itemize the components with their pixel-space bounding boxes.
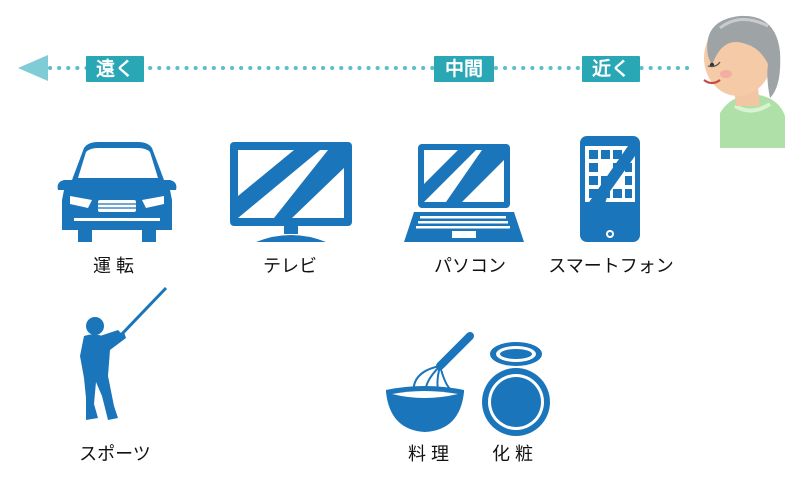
laptop-icon: [404, 144, 524, 242]
device-label-tv: テレビ: [263, 256, 317, 277]
middle-badge: 中間: [434, 56, 494, 82]
near-badge: 近く: [582, 56, 640, 82]
distance-arrow: [18, 55, 692, 81]
elderly-woman-icon: [703, 15, 785, 148]
activity-label-cooking: 料理: [408, 444, 454, 465]
whisk-bowl-icon: [386, 332, 474, 432]
television-icon: [230, 142, 352, 242]
compact-powder-icon: [482, 342, 550, 436]
arrow-head-icon: [18, 55, 48, 81]
device-label-driving: 運転: [93, 256, 139, 277]
smartphone-icon: [580, 136, 640, 242]
car-icon: [57, 142, 177, 242]
golfer-icon: [80, 286, 168, 420]
device-label-smartphone: スマートフォン: [548, 256, 674, 277]
activity-label-sports: スポーツ: [79, 444, 151, 465]
activity-label-makeup: 化粧: [492, 444, 538, 465]
far-badge: 遠く: [86, 56, 144, 82]
device-label-pc: パソコン: [434, 256, 506, 277]
